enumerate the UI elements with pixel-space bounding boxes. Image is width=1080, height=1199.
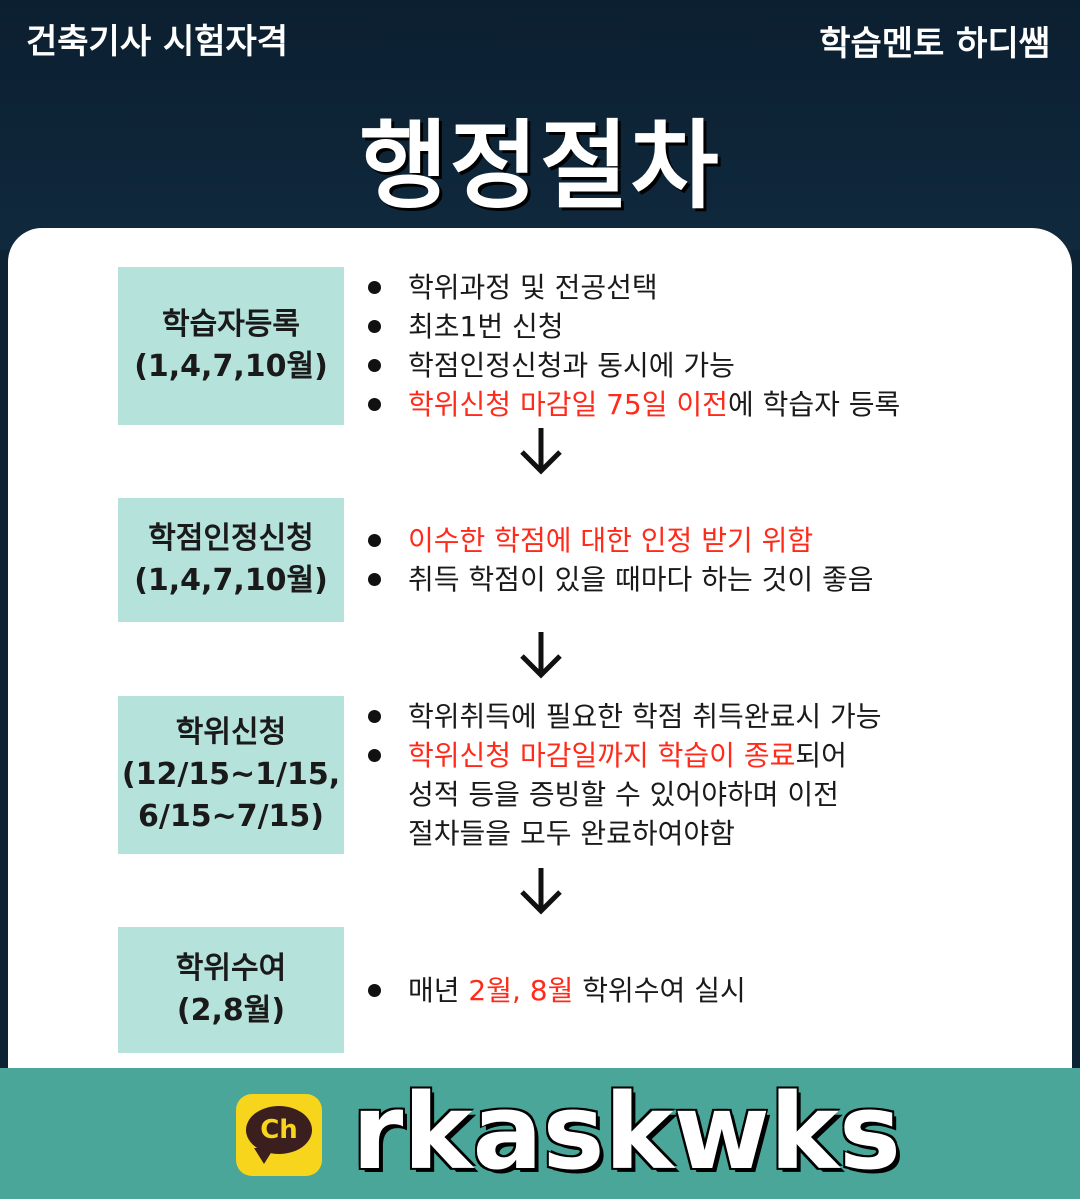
bullet-continuation: 절차들을 모두 완료하여야함 [408,817,735,850]
kakao-channel-icon: Ch [236,1094,322,1176]
bullet-text: 최초1번 신청 [408,310,564,343]
bullet-item: 매년 2월, 8월 학위수여 실시 [366,971,746,1010]
bullet-item: 최초1번 신청 [366,307,900,346]
bullet-item: 취득 학점이 있을 때마다 하는 것이 좋음 [366,560,874,599]
header-left-title: 건축기사 시험자격 [26,22,289,62]
bullet-continuation: 성적 등을 증빙할 수 있어야하며 이전 [408,778,839,811]
bullet-text: 에 학습자 등록 [727,388,901,421]
step-box-line: (12/15~1/15, [121,757,341,792]
down-arrow-icon [520,632,562,679]
highlight-text: 학위신청 마감일 75일 이전 [408,388,728,421]
step-box-line: 6/15~7/15) [137,799,324,834]
highlight-text: 이수한 학점에 대한 인정 받기 위함 [408,524,814,557]
step-box-line: 학위수여 [175,951,287,986]
bullet-text: 취득 학점이 있을 때마다 하는 것이 좋음 [408,563,874,596]
step-box-line: 학위신청 [175,715,287,750]
bullet-text: 학위과정 및 전공선택 [408,271,658,304]
bullet-item: 이수한 학점에 대한 인정 받기 위함 [366,521,874,560]
step-box-line: (2,8월) [176,993,286,1028]
highlight-text: 2월, 8월 [468,974,574,1007]
step-bullets-4: 매년 2월, 8월 학위수여 실시 [366,971,746,1010]
bullet-item: 학위과정 및 전공선택 [366,268,900,307]
main-title: 행정절차 [359,110,721,222]
step-box-line: 학습자등록 [162,307,300,342]
step-box-line: (1,4,7,10월) [134,563,328,598]
bullet-item: 학위신청 마감일 75일 이전에 학습자 등록 [366,385,900,424]
down-arrow-icon [520,868,562,915]
kakao-channel-id: rkaskwks [352,1071,901,1193]
bullet-text: 학위수여 실시 [573,974,746,1007]
kakao-badge-text: Ch [246,1106,312,1154]
highlight-text: 학위신청 마감일까지 학습이 종료 [408,739,796,772]
footer-bar [0,1068,1080,1199]
step-box-line: (1,4,7,10월) [134,349,328,384]
bullet-item: 학위취득에 필요한 학점 취득완료시 가능 [366,697,882,736]
step-box-1: 학습자등록 (1,4,7,10월) [118,267,344,425]
down-arrow-icon [520,428,562,475]
step-box-4: 학위수여 (2,8월) [118,927,344,1053]
header-right-author: 학습멘토 하디쌤 [819,24,1050,64]
bullet-item: 학점인정신청과 동시에 가능 [366,346,900,385]
bullet-text: 학점인정신청과 동시에 가능 [408,349,735,382]
step-box-line: 학점인정신청 [148,521,314,556]
step-box-3: 학위신청 (12/15~1/15, 6/15~7/15) [118,696,344,854]
bullet-text: 되어 [795,739,847,772]
step-box-2: 학점인정신청 (1,4,7,10월) [118,498,344,622]
header: 건축기사 시험자격 학습멘토 하디쌤 행정절차 [0,0,1080,250]
bullet-text: 학위취득에 필요한 학점 취득완료시 가능 [408,700,882,733]
bullet-text: 매년 [408,974,469,1007]
